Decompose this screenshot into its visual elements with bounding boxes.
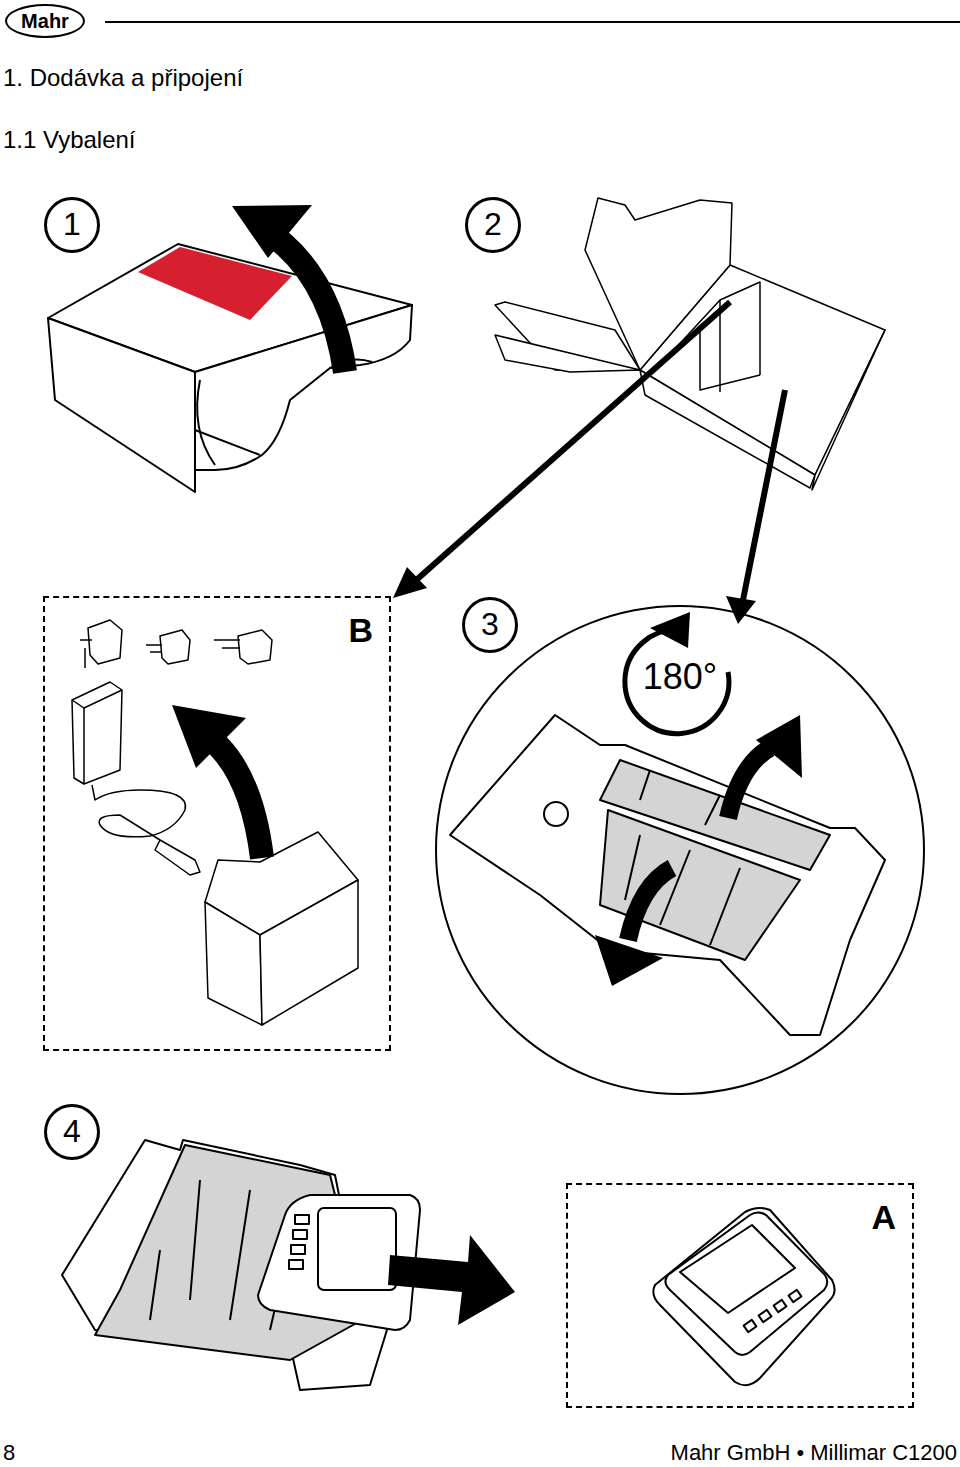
node-text: A xyxy=(871,1199,896,1236)
accessory-panel: B xyxy=(43,596,391,1051)
section-heading: 1.1 Vybalení xyxy=(3,126,136,154)
arrow-head xyxy=(650,612,690,648)
arrow-head xyxy=(726,596,756,624)
node-text: 2 xyxy=(484,207,502,242)
logo-oval: Mahr xyxy=(5,4,85,38)
step-number: 4 xyxy=(44,1104,100,1160)
small-box xyxy=(205,832,358,1025)
node-text: 180° xyxy=(643,657,717,697)
step-number: 2 xyxy=(465,197,521,253)
page-title: 1. Dodávka a připojení xyxy=(3,64,243,92)
pointer-arrow xyxy=(743,390,785,600)
arrow-head xyxy=(393,567,427,598)
page-number: 8 xyxy=(3,1440,15,1465)
node-text: 4 xyxy=(63,1114,81,1149)
rotate-arrow xyxy=(628,868,672,940)
open-box xyxy=(495,198,885,490)
foam-tray xyxy=(450,715,885,1035)
pull-arrow xyxy=(388,1235,515,1325)
node-text: B xyxy=(348,612,373,649)
footer-text: Mahr GmbH • Millimar C1200 xyxy=(671,1440,957,1465)
pointer-arrow xyxy=(414,302,730,582)
arrow-head xyxy=(232,205,312,258)
rotation-arc xyxy=(625,630,729,734)
detail-circle: 180° xyxy=(435,605,925,1095)
node-text: Mahr xyxy=(21,10,69,32)
header-rule xyxy=(105,21,960,23)
arrow-head xyxy=(595,935,663,986)
rotate-arrow xyxy=(728,748,770,818)
arrow-head xyxy=(172,705,246,768)
closed-box xyxy=(48,244,412,492)
device-panel: A xyxy=(566,1183,914,1408)
step-number: 1 xyxy=(44,197,100,253)
node-text: 3 xyxy=(481,607,499,642)
power-supply xyxy=(72,620,272,875)
step-number: 3 xyxy=(462,597,518,653)
arrow-head xyxy=(756,715,802,778)
node-text: 1 xyxy=(63,207,81,242)
millimar-device xyxy=(653,1208,834,1385)
